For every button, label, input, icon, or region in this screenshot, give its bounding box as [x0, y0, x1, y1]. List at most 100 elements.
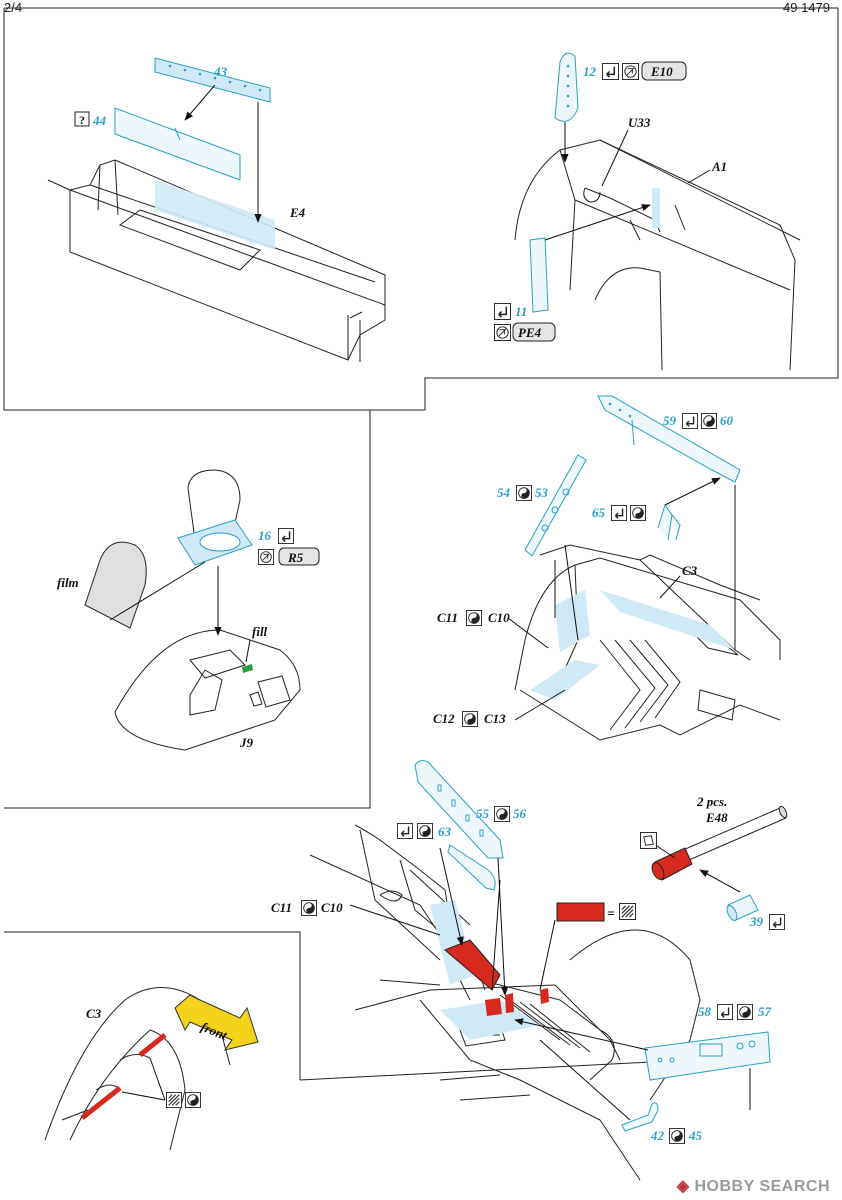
fill-mark: [242, 664, 253, 673]
kit-code: 49 1479: [783, 0, 830, 15]
bend-icon: [397, 823, 413, 839]
bend-icon: [717, 1004, 733, 1020]
glue-icon: [516, 485, 532, 501]
label-part-c12: C12: [433, 711, 455, 726]
etch-highlight-c12: [530, 660, 600, 700]
label-part-42: 42: [650, 1128, 665, 1143]
etch-highlight-e4: [155, 180, 275, 250]
page-number: 2/4: [4, 0, 23, 15]
label-fill: fill: [252, 624, 268, 639]
red-paint-strip: [80, 1086, 122, 1120]
glue-icon: [494, 806, 510, 822]
label-part-39: 39: [749, 914, 764, 929]
remove-plastic-icon: [622, 63, 639, 80]
label-part-c13: C13: [484, 711, 506, 726]
part-16-reflector: [177, 469, 253, 566]
etch-sheet-icon: [640, 832, 657, 849]
watermark: ◈ HOBBY SEARCH: [677, 1176, 830, 1196]
label-question: ?: [79, 113, 85, 127]
red-paint-block: [540, 988, 549, 1004]
red-paint-block: [505, 993, 514, 1013]
panel-f-cockpit-assembly: 55 56 63 C11 C10 = 2 pcs. E48 39 58 57 4…: [271, 760, 788, 1181]
panel-e-front-detail: front C3: [44, 987, 259, 1151]
red-color-key: [556, 902, 605, 922]
glue-icon: [301, 900, 317, 916]
label-part-c10: C10: [321, 900, 343, 915]
etch-highlight-c3: [600, 590, 735, 650]
part-59-60-strip: [597, 395, 741, 483]
glue-icon: [737, 1004, 753, 1020]
part-63-strip: [447, 844, 496, 891]
part-42-lever: [621, 1102, 659, 1132]
label-equals: =: [607, 907, 615, 922]
part-12-strip: [554, 52, 579, 122]
part-65-clip: [657, 503, 681, 541]
bend-icon: [494, 303, 511, 320]
part-e48-tube: [651, 805, 788, 881]
label-part-57: 57: [758, 1004, 772, 1019]
label-part-60: 60: [720, 413, 734, 428]
bend-icon: [682, 413, 698, 429]
etch-highlight-floor: [440, 1000, 540, 1040]
label-part-c11: C11: [437, 610, 458, 625]
panel-b-side-console: 12 E10 U33 A1 11 PE4: [494, 52, 801, 371]
glue-icon: [417, 823, 433, 839]
label-part-c3: C3: [86, 1006, 102, 1021]
label-part-43: 43: [213, 64, 228, 79]
bend-icon: [769, 914, 785, 930]
label-part-55: 55: [476, 806, 490, 821]
label-part-44: 44: [92, 113, 107, 128]
bend-icon: [278, 528, 294, 544]
label-part-c10: C10: [488, 610, 510, 625]
label-part-e10: E10: [650, 64, 673, 79]
watermark-text: HOBBY SEARCH: [694, 1178, 830, 1195]
label-part-j9: J9: [239, 735, 254, 750]
part-j9-panel: [114, 629, 301, 751]
label-part-63: 63: [438, 824, 452, 839]
glue-icon: [462, 711, 478, 727]
etch-highlight-c11: [555, 590, 590, 652]
part-54-53-strip: [524, 454, 587, 557]
glue-icon: [630, 505, 646, 521]
bend-icon: [602, 63, 619, 80]
part-39-sleeve: [726, 894, 759, 921]
label-two-pcs: 2 pcs.: [696, 794, 727, 809]
panel-a-cockpit-tub: 43 ? 44 E4: [47, 57, 386, 362]
part-55-56-strip: [414, 760, 504, 859]
film-piece: [84, 541, 147, 629]
remove-plastic-icon: [258, 549, 274, 565]
part-43-panel: [154, 57, 271, 103]
label-film: film: [57, 575, 79, 590]
label-part-16: 16: [258, 528, 272, 543]
label-part-53: 53: [535, 485, 549, 500]
panel-c-gunsight: 16 R5 film fill J9: [57, 469, 320, 751]
etch-highlight-a1: [652, 188, 660, 228]
label-part-58: 58: [698, 1004, 712, 1019]
part-58-57-panel: [644, 1031, 771, 1081]
label-part-u33: U33: [628, 115, 651, 130]
label-box-pe4: [512, 322, 556, 342]
label-part-11: 11: [515, 304, 527, 319]
label-part-r5: R5: [287, 550, 304, 565]
glue-icon: [669, 1128, 685, 1144]
bend-icon: [611, 505, 627, 521]
label-part-pe4: PE4: [518, 325, 542, 340]
label-part-a1: A1: [711, 159, 727, 174]
glue-icon: [466, 610, 482, 626]
part-11-strip: [529, 237, 549, 313]
label-part-65: 65: [592, 505, 606, 520]
label-box-r5: [278, 547, 320, 566]
glue-icon: [185, 1092, 201, 1108]
label-part-59: 59: [663, 413, 677, 428]
panel-d-cockpit-floor: 59 60 54 53 65 C3 C11 C10 C12 C13: [433, 395, 781, 741]
part-44-panel: [114, 107, 241, 181]
unknown-icon: [74, 111, 90, 127]
label-part-12: 12: [583, 64, 597, 79]
red-paint-strip: [138, 1033, 167, 1057]
paint-icon: [619, 903, 636, 920]
label-part-e48: E48: [705, 810, 728, 825]
label-part-54: 54: [497, 485, 511, 500]
label-part-45: 45: [688, 1128, 703, 1143]
part-e4-tub: [47, 159, 386, 362]
